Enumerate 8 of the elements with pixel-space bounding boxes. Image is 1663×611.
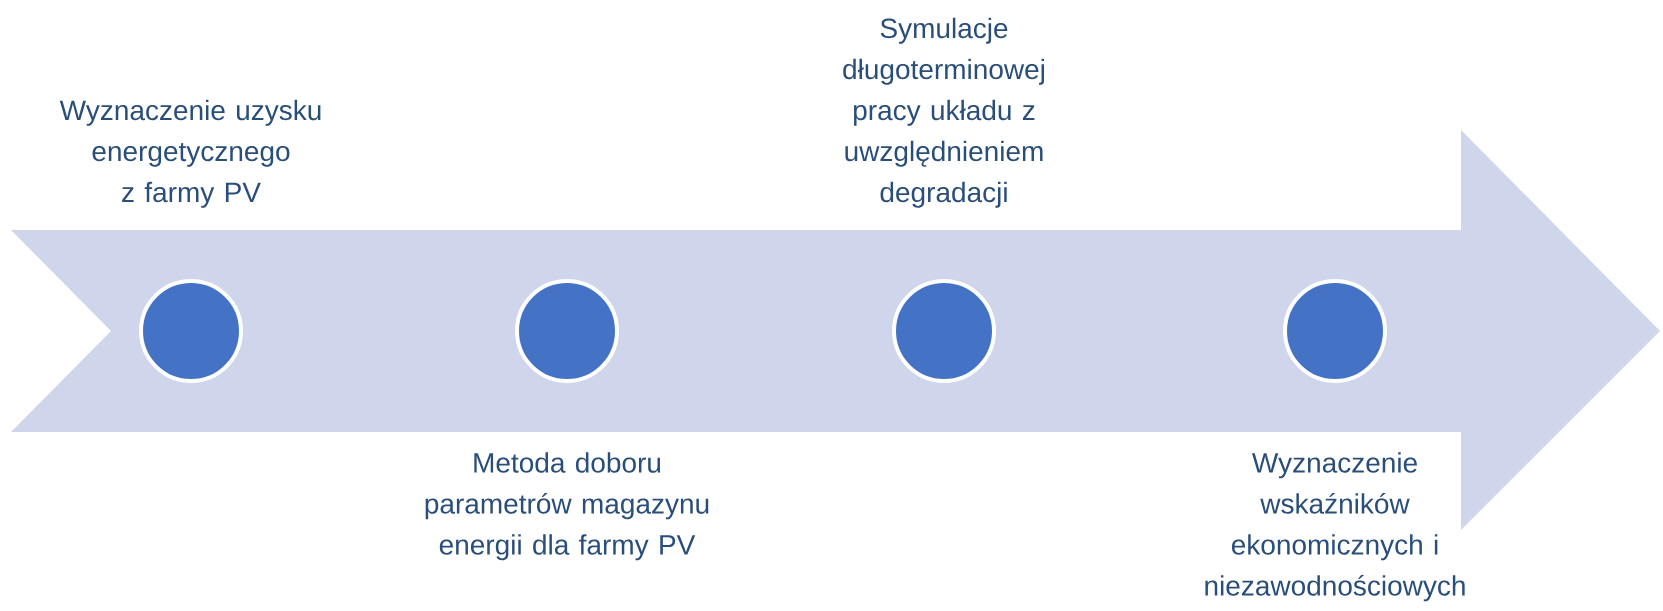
- milestone-dot: [1283, 279, 1387, 383]
- step-label: Wyznaczenie wskaźników ekonomicznych i niezawodnościowych: [1205, 452, 1465, 602]
- step-label: Wyznaczenie uzysku energetycznego z farmy PV: [59, 99, 321, 208]
- step-label: Metoda doboru parametrów magazynu energii dla farmy PV: [425, 452, 709, 561]
- milestone-dot: [515, 279, 619, 383]
- milestone-dot: [892, 279, 996, 383]
- milestone-dot: [139, 279, 243, 383]
- step-label: Symulacje długoterminowej pracy układu z uwzględnieniem degradacji: [843, 17, 1044, 208]
